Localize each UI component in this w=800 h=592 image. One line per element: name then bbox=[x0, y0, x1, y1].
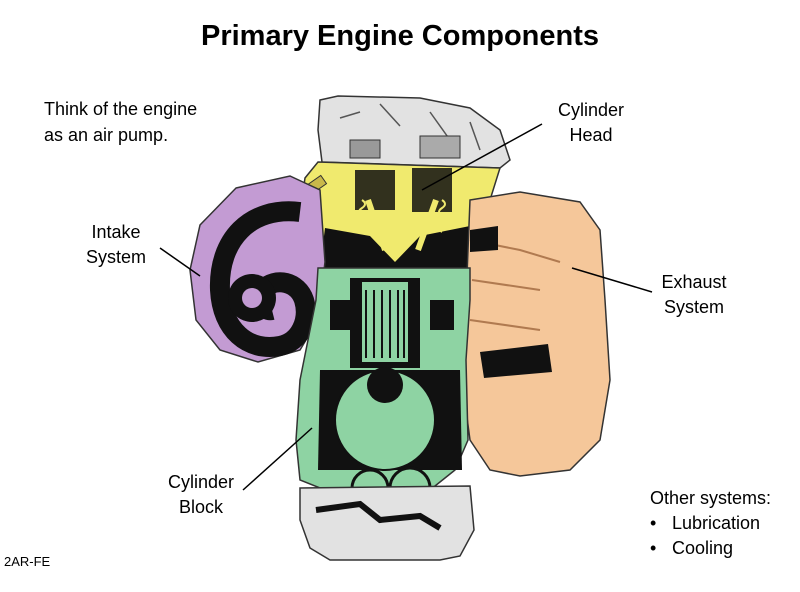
other-systems-list: Lubrication Cooling bbox=[650, 511, 771, 561]
cylinder-block-leader bbox=[242, 427, 313, 491]
air-pump-note: Think of the engine as an air pump. bbox=[44, 96, 197, 148]
note-line: as an air pump. bbox=[44, 125, 169, 145]
other-systems: Other systems: Lubrication Cooling bbox=[650, 486, 771, 561]
label-line: Cylinder bbox=[557, 100, 625, 120]
label-line: Exhaust bbox=[661, 272, 727, 292]
label-line: System bbox=[663, 297, 724, 317]
other-systems-heading: Other systems: bbox=[650, 488, 772, 508]
note-line: Think of the engine bbox=[44, 99, 198, 119]
page-title: Primary Engine Components bbox=[200, 20, 599, 52]
label-line: Block bbox=[178, 497, 223, 517]
exhaust-system-label: Exhaust System bbox=[640, 270, 748, 320]
label-line: Cylinder bbox=[167, 472, 235, 492]
engine-code: 2AR-FE bbox=[4, 554, 51, 569]
list-item: Lubrication bbox=[650, 511, 771, 536]
intake-system-label: Intake System bbox=[66, 220, 166, 270]
list-item: Cooling bbox=[650, 536, 771, 561]
label-line: Head bbox=[569, 125, 613, 145]
label-line: System bbox=[85, 247, 146, 267]
exhaust-system-leader bbox=[571, 267, 653, 293]
cylinder-head-label: Cylinder Head bbox=[536, 98, 646, 148]
oil-pan bbox=[299, 485, 475, 561]
cylinder-block-label: Cylinder Block bbox=[146, 470, 256, 520]
label-line: Intake bbox=[91, 222, 141, 242]
intake-system-leader bbox=[159, 247, 201, 277]
cylinder-head-leader bbox=[421, 123, 543, 191]
